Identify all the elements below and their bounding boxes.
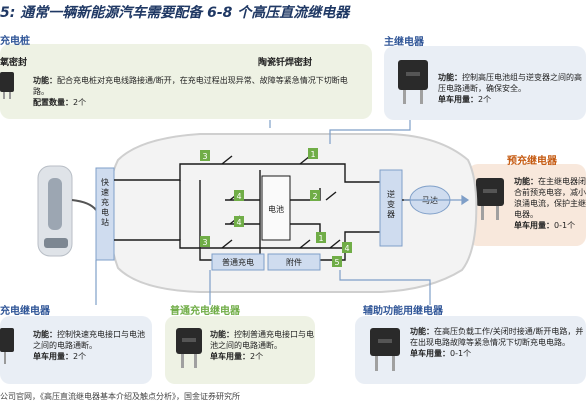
- qty-label: 单车用量：: [210, 352, 250, 361]
- qty-value: 2个: [478, 95, 492, 104]
- svg-text:2: 2: [312, 192, 317, 201]
- charging-station: [37, 165, 97, 257]
- qty-value: 0-1个: [450, 349, 472, 358]
- accessory-label: 附件: [286, 257, 302, 267]
- svg-text:3: 3: [202, 238, 207, 247]
- qty-value: 2个: [73, 98, 87, 107]
- relay-icon: [0, 328, 14, 364]
- marker-4b: 4: [234, 216, 244, 227]
- relay-icon: [176, 328, 202, 368]
- normal-charge-label: 普通充电: [222, 257, 254, 267]
- charging-pile-text: 功能：配合充电桩对充电线路接通/断开，在充电过程出现异常、故障等紧急情况下切断电…: [33, 75, 353, 108]
- marker-4c: 4: [342, 242, 352, 253]
- charging-pile-title: 充电桩: [0, 36, 30, 47]
- qty-label: 单车用量：: [410, 349, 450, 358]
- svg-text:1: 1: [318, 234, 323, 243]
- precharge-relay-text: 功能：在主继电器闭合前预充电容，减小浪涌电流，保护主继电器。 单车用量：0-1个: [514, 176, 586, 231]
- svg-text:4: 4: [236, 192, 241, 201]
- inverter-label: 逆变器: [387, 189, 396, 220]
- relay-icon: [398, 60, 428, 104]
- relay-icon: [476, 178, 504, 220]
- fast-charge-relay-card: [0, 316, 152, 384]
- qty-value: 2个: [73, 352, 87, 361]
- qty-label: 单车用量：: [514, 221, 554, 230]
- function-label: 功能：: [33, 330, 57, 339]
- qty-value: 2个: [250, 352, 264, 361]
- charging-pile-sub-left: 氧密封: [0, 58, 28, 68]
- qty-label: 单车用量：: [33, 352, 73, 361]
- marker-3: 3: [200, 150, 210, 161]
- fast-charge-relay-text: 功能：控制快速充电接口与电池之间的电路通断。 单车用量：2个: [33, 329, 151, 362]
- fast-charge-station-label: 快速充电站: [101, 177, 110, 228]
- function-label: 功能：: [33, 76, 57, 85]
- battery-box: [261, 175, 291, 241]
- svg-text:4: 4: [344, 244, 349, 253]
- function-label: 功能：: [410, 327, 434, 336]
- source-note: 公司官网，《高压直流继电器基本介绍及触点分析》，国金证券研究所: [0, 392, 240, 401]
- normal-charge-relay-title: 普通充电继电器: [170, 306, 240, 317]
- marker-3b: 3: [200, 236, 210, 247]
- normal-charge-box: [211, 253, 265, 271]
- function-text: 在高压负载工作/关闭时接通/断开电路，并在出现电路故障等紧急情况下切断充电电路。: [410, 327, 584, 347]
- function-text: 控制普通充电接口与电池之间的电路通断。: [210, 330, 314, 350]
- fast-charge-relay-title: 充电继电器: [0, 306, 50, 317]
- svg-text:4: 4: [236, 218, 241, 227]
- function-label: 功能：: [438, 73, 462, 82]
- precharge-relay-title: 预充继电器: [507, 156, 557, 167]
- function-label: 功能：: [514, 177, 538, 186]
- main-relay-title: 主继电器: [384, 37, 424, 48]
- relay-icon: [370, 328, 400, 371]
- svg-text:3: 3: [202, 152, 207, 161]
- function-text: 控制快速充电接口与电池之间的电路通断。: [33, 330, 145, 350]
- function-text: 控制高压电池组与逆变器之间的高压电路通断，确保安全。: [438, 73, 582, 93]
- main-relay-text: 功能：控制高压电池组与逆变器之间的高压电路通断，确保安全。 单车用量：2个: [438, 72, 584, 105]
- svg-text:5: 5: [334, 258, 339, 267]
- function-label: 功能：: [210, 330, 234, 339]
- figure-title: 5: 通常一辆新能源汽车需要配备 6-8 个高压直流继电器: [0, 5, 350, 21]
- accessory-box: [267, 253, 321, 271]
- marker-5: 5: [332, 256, 342, 267]
- marker-4: 4: [234, 190, 244, 201]
- aux-relay-text: 功能：在高压负载工作/关闭时接通/断开电路，并在出现电路故障等紧急情况下切断充电…: [410, 326, 584, 359]
- callout-arrows: [95, 120, 470, 305]
- fast-charge-station-box: [95, 167, 115, 261]
- marker-1b: 1: [316, 232, 326, 243]
- qty-value: 0-1个: [554, 221, 576, 230]
- circuit-diagram: 快速充电站 电池 逆变器 马达 普通充电 附件 1 2 3 3 4 4 1 4 …: [37, 120, 478, 305]
- charging-pile-card: [0, 44, 372, 119]
- battery-label: 电池: [268, 204, 284, 214]
- normal-charge-relay-text: 功能：控制普通充电接口与电池之间的电路通断。 单车用量：2个: [210, 329, 314, 362]
- charging-pile-sub-right: 陶瓷钎焊密封: [258, 58, 313, 68]
- aux-relay-title: 辅助功能用继电器: [363, 306, 443, 317]
- relay-icon: [0, 72, 14, 99]
- svg-text:1: 1: [310, 150, 315, 159]
- marker-2: 2: [310, 190, 320, 201]
- marker-1: 1: [308, 148, 318, 159]
- inverter-box: [379, 169, 403, 247]
- qty-label: 配置数量：: [33, 98, 73, 107]
- qty-label: 单车用量：: [438, 95, 478, 104]
- function-text: 配合充电桩对充电线路接通/断开，在充电过程出现异常、故障等紧急情况下切断电路。: [33, 76, 348, 96]
- function-text: 在主继电器闭合前预充电容，减小浪涌电流，保护主继电器。: [514, 177, 586, 219]
